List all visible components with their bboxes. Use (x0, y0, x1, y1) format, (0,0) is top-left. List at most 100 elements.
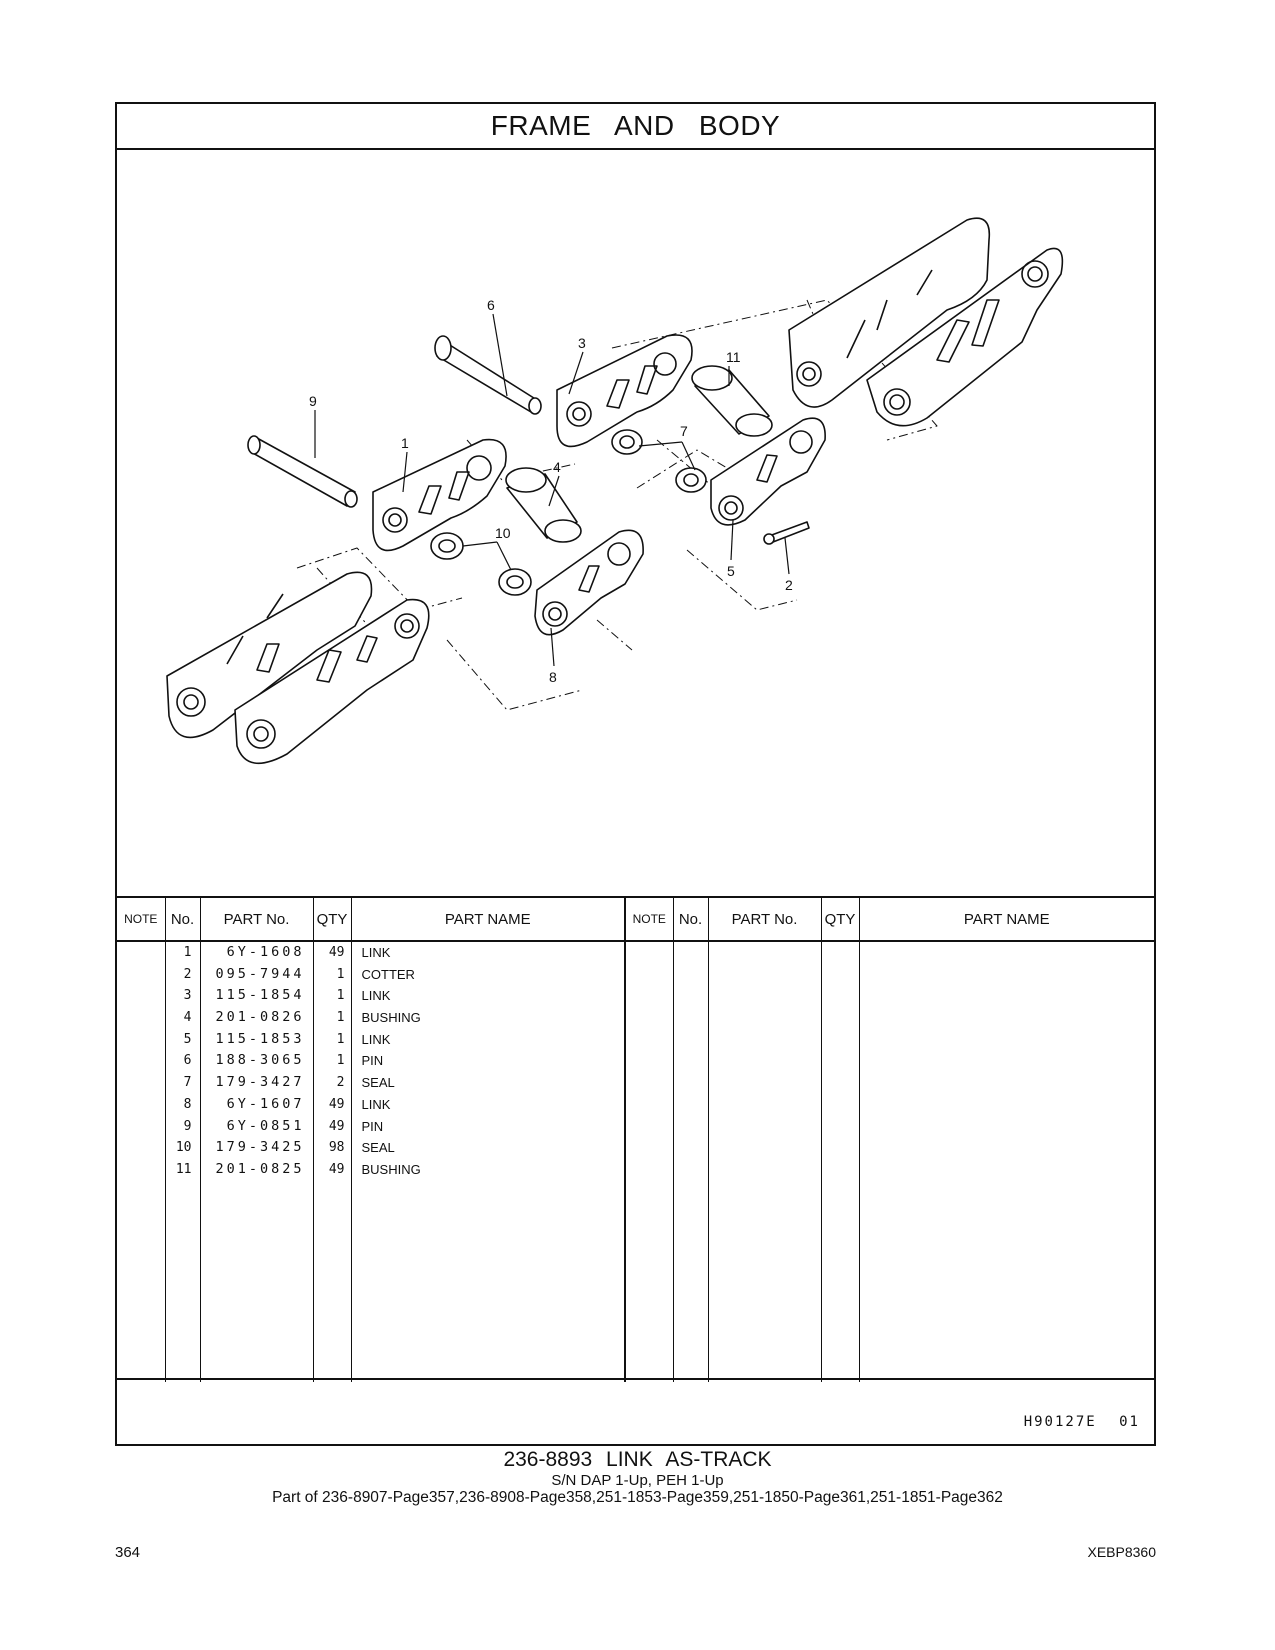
row-no: 5 (183, 1031, 192, 1047)
qty-column-right (820, 941, 860, 1382)
callout-5: 5 (727, 563, 735, 579)
page-title: FRAME AND BODY (117, 104, 1154, 150)
row-no: 1 (183, 945, 192, 960)
table-header-row: NOTE No. PART No. QTY PART NAME NOTE No.… (117, 896, 1154, 942)
qty-column: 49 1 1 1 1 1 2 49 49 98 49 (312, 941, 352, 1382)
link-part-1 (372, 438, 507, 552)
callout-8: 8 (549, 669, 557, 685)
lower-left-link-chain (166, 571, 430, 765)
row-part-no: 095-7944 (215, 965, 305, 982)
row-part-name: LINK (361, 945, 391, 960)
part-name-column-right (858, 941, 1154, 1382)
header-no-right: No. (672, 896, 709, 942)
header-note: NOTE (117, 896, 166, 942)
document-code: XEBP8360 (1087, 1544, 1157, 1560)
row-part-no: 6Y-1607 (226, 1095, 305, 1112)
bushing-part-11 (691, 365, 773, 437)
link-part-8 (534, 529, 644, 636)
row-part-no: 115-1854 (215, 987, 305, 1004)
figure-footer-box: H90127E 01 (117, 1378, 1154, 1444)
row-part-no: 179-3427 (215, 1074, 305, 1091)
seal-part-10a (430, 532, 464, 560)
row-part-name: BUSHING (361, 1161, 421, 1177)
callout-11: 11 (726, 349, 741, 365)
part-no-column-right (707, 941, 822, 1382)
seal-part-7a (611, 429, 643, 455)
callout-labels: 6 3 11 9 1 7 4 10 5 2 8 (309, 297, 793, 685)
part-no-column: 6Y-1608 095-7944 115-1854 201-0826 115-1… (199, 941, 314, 1382)
cotter-part-2 (763, 521, 810, 545)
parts-list-table: NOTE No. PART No. QTY PART NAME NOTE No.… (117, 896, 1154, 1382)
row-qty: 98 (328, 1140, 345, 1156)
pin-part-9 (247, 435, 358, 508)
callout-1: 1 (401, 435, 409, 451)
callout-3: 3 (578, 335, 586, 351)
row-part-no: 115-1853 (215, 1030, 305, 1047)
callout-7: 7 (680, 423, 688, 439)
callout-6: 6 (487, 297, 495, 313)
exploded-parts-diagram: 6 3 11 9 1 7 4 10 5 2 8 (117, 150, 1154, 896)
row-part-name: SEAL (361, 1140, 395, 1156)
row-no: 2 (183, 966, 192, 982)
note-column-right (624, 941, 674, 1382)
parts-page-frame: FRAME AND BODY (115, 102, 1156, 1446)
page-number: 364 (115, 1544, 141, 1561)
callout-9: 9 (309, 393, 317, 409)
callout-4: 4 (553, 459, 561, 475)
row-no: 11 (175, 1161, 192, 1177)
figure-code: H90127E 01 (1023, 1414, 1140, 1430)
header-part-no: PART No. (199, 896, 314, 942)
row-qty: 1 (336, 1053, 345, 1069)
row-part-no: 201-0826 (215, 1009, 305, 1026)
row-no: 8 (183, 1096, 192, 1112)
row-no: 10 (175, 1140, 192, 1156)
row-qty: 49 (328, 1161, 345, 1177)
no-column-right (672, 941, 709, 1382)
header-part-name: PART NAME (350, 896, 626, 942)
row-qty: 1 (336, 1031, 345, 1047)
row-no: 6 (183, 1053, 192, 1069)
row-part-name: BUSHING (361, 1010, 421, 1026)
seal-part-10b (498, 568, 532, 596)
row-part-name: LINK (361, 1031, 391, 1047)
callout-2: 2 (785, 577, 793, 593)
row-qty: 1 (336, 1010, 345, 1026)
serial-range: S/N DAP 1-Up, PEH 1-Up (551, 1472, 724, 1489)
seal-part-7b (675, 467, 707, 493)
bushing-part-4 (505, 467, 582, 543)
callout-10: 10 (495, 525, 511, 541)
row-part-no: 6Y-0851 (226, 1117, 305, 1134)
row-part-name: PIN (361, 1053, 384, 1069)
header-qty-right: QTY (820, 896, 860, 942)
header-qty: QTY (312, 896, 352, 942)
row-qty: 49 (328, 945, 345, 960)
table-body-row: 1 2 3 4 5 6 7 8 9 10 11 6Y-1608 095-7944… (117, 941, 1154, 1382)
header-no: No. (164, 896, 201, 942)
row-no: 7 (183, 1075, 192, 1091)
row-no: 3 (183, 988, 192, 1004)
header-note-right: NOTE (624, 896, 674, 942)
header-part-no-right: PART No. (707, 896, 822, 942)
row-part-name: COTTER (361, 966, 415, 982)
row-part-no: 6Y-1608 (226, 944, 305, 960)
row-part-no: 201-0825 (215, 1160, 305, 1177)
row-part-name: SEAL (361, 1075, 395, 1091)
upper-right-link-chain (788, 217, 1064, 427)
row-qty: 1 (336, 988, 345, 1004)
row-qty: 1 (336, 966, 345, 982)
row-part-name: LINK (361, 1096, 391, 1112)
link-part-3 (556, 334, 693, 448)
track-link-illustration: 6 3 11 9 1 7 4 10 5 2 8 (166, 217, 1064, 765)
no-column: 1 2 3 4 5 6 7 8 9 10 11 (164, 941, 201, 1382)
row-part-no: 188-3065 (215, 1052, 305, 1069)
row-part-name: LINK (361, 988, 391, 1004)
pin-part-6 (434, 335, 542, 415)
row-qty: 2 (336, 1075, 345, 1091)
row-no: 9 (183, 1118, 192, 1134)
note-column (117, 941, 166, 1382)
row-no: 4 (183, 1010, 192, 1026)
row-part-no: 179-3425 (215, 1139, 305, 1156)
header-part-name-right: PART NAME (858, 896, 1154, 942)
part-of-references: Part of 236-8907-Page357,236-8908-Page35… (272, 1489, 1003, 1506)
assembly-title: 236-8893 LINK AS-TRACK (503, 1448, 772, 1471)
